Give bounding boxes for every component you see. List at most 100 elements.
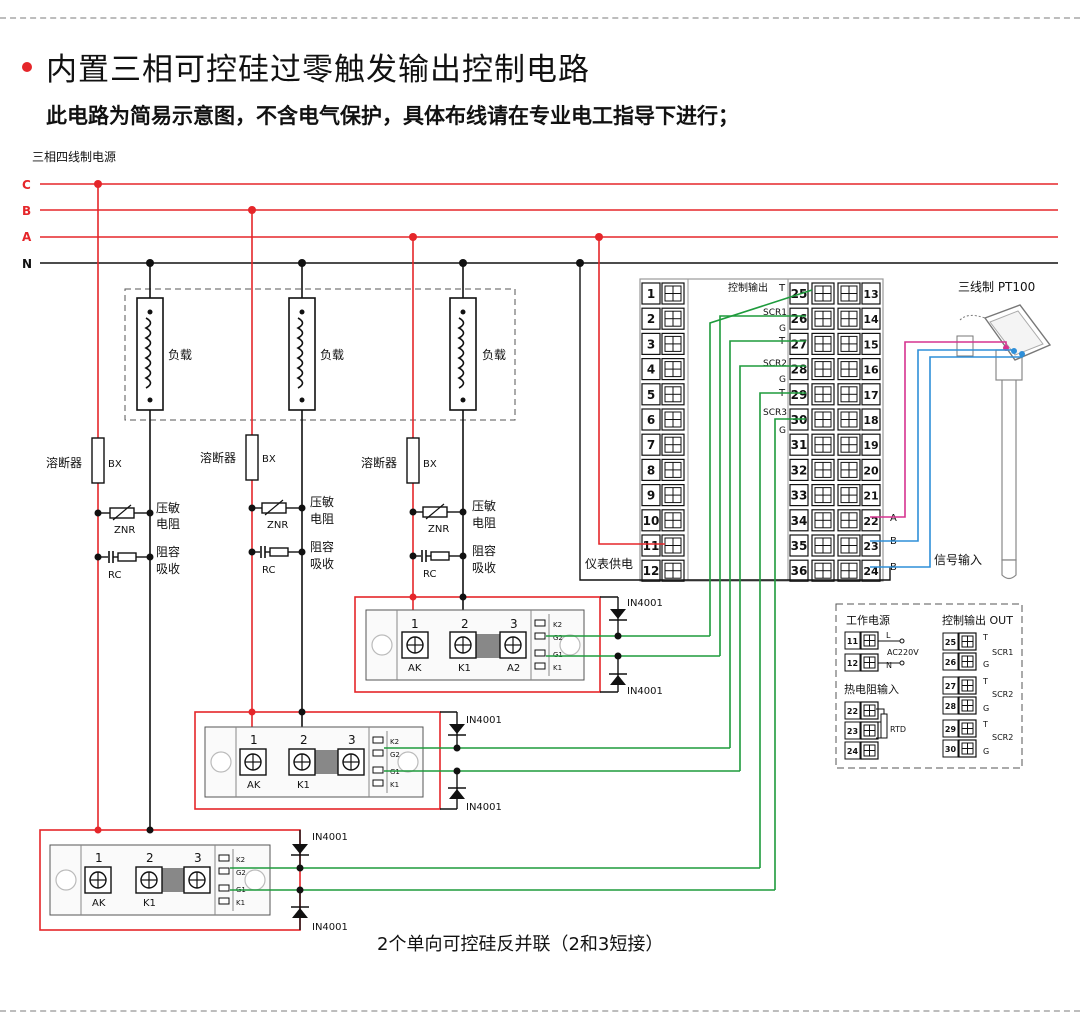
page-subtitle: 此电路为简易示意图，不含电气保护，具体布线请在专业电工指导下进行； xyxy=(46,104,739,128)
title-row: 内置三相可控硅过零触发输出控制电路 xyxy=(22,44,590,89)
left-term-num: 7 xyxy=(647,438,655,452)
legend-term-num: 29 xyxy=(945,725,957,734)
scr-a-b1: AK xyxy=(408,663,422,674)
legend-g2: G xyxy=(983,704,989,713)
right-term-num: 13 xyxy=(863,288,878,301)
scr-a-side-k2: K2 xyxy=(553,621,562,629)
g-28: G xyxy=(779,375,786,385)
scr-a-side-k1: K1 xyxy=(553,664,562,672)
right-term-23: 23 xyxy=(837,534,881,557)
left-term-1: 1 xyxy=(641,282,685,305)
legend-rtd: RTD xyxy=(890,725,906,734)
mid-term-num: 29 xyxy=(791,388,808,402)
legend-term-30: 30 xyxy=(942,739,977,758)
legend-term-27: 27 xyxy=(942,676,977,695)
scr-c-trigger: IN4001 IN4001 xyxy=(230,830,775,933)
right-term-13: 13 xyxy=(837,282,881,305)
znr-b-code: ZNR xyxy=(267,520,288,531)
legend-scr1: SCR1 xyxy=(992,648,1013,657)
znr-a-l1: 压敏 xyxy=(472,498,496,513)
left-term-2: 2 xyxy=(641,307,685,330)
scr-module-a: 1 2 3 AK K1 A2 K2 G2 G1 K1 xyxy=(354,596,601,693)
scr-b-side-k1: K1 xyxy=(390,781,399,789)
scr-c-side-g2: G2 xyxy=(236,869,246,877)
left-term-num: 3 xyxy=(647,337,655,351)
scr-b-t3: 3 xyxy=(348,733,356,747)
mid-term-num: 28 xyxy=(791,363,808,377)
right-term-14: 14 xyxy=(837,307,881,330)
legend-ac: AC220V xyxy=(887,648,919,657)
g-30: G xyxy=(779,426,786,436)
diode-a2-label: IN4001 xyxy=(627,686,663,697)
right-term-16: 16 xyxy=(837,358,881,381)
mid-term-num: 35 xyxy=(791,539,808,553)
right-term-num: 15 xyxy=(863,338,878,351)
left-term-7: 7 xyxy=(641,433,685,456)
mid-term-25: 25 xyxy=(789,282,835,305)
diode-b2-label: IN4001 xyxy=(466,802,502,813)
left-term-num: 11 xyxy=(643,539,660,553)
scr2-label: SCR2 xyxy=(763,359,787,369)
left-term-5: 5 xyxy=(641,383,685,406)
legend-scr2b: SCR2 xyxy=(992,733,1013,742)
left-term-num: 12 xyxy=(643,564,660,578)
legend-l: L xyxy=(886,631,891,640)
t-25: T xyxy=(778,283,786,294)
znr-c-code: ZNR xyxy=(114,525,135,536)
mid-term-28: 28 xyxy=(789,358,835,381)
znr-c-l2: 电阻 xyxy=(156,517,180,531)
legend-t1: T xyxy=(982,633,988,642)
right-term-num: 14 xyxy=(863,313,879,326)
mid-term-36: 36 xyxy=(789,559,835,582)
znr-c-l1: 压敏 xyxy=(156,500,180,515)
scr-a-t1: 1 xyxy=(411,617,419,631)
legend-term-12: 12 xyxy=(844,653,879,672)
mid-term-29: 29 xyxy=(789,383,835,406)
phase-c-label: C xyxy=(22,178,31,192)
left-term-num: 5 xyxy=(647,388,655,402)
branch-b: 负载 溶断器 BX ZNR 压敏 电阻 RC 阻容 吸收 xyxy=(200,206,344,742)
right-term-20: 20 xyxy=(837,458,881,481)
znr-a-l2: 电阻 xyxy=(472,516,496,530)
left-term-num: 8 xyxy=(647,463,655,477)
legend-t3: T xyxy=(982,720,988,729)
sig-a: A xyxy=(890,513,897,524)
mid-term-26: 26 xyxy=(789,307,835,330)
phase-b-label: B xyxy=(22,204,31,218)
right-term-num: 16 xyxy=(863,364,879,377)
rc-c-l1: 阻容 xyxy=(156,544,180,559)
scr-c-t1: 1 xyxy=(95,851,103,865)
legend-term-num: 28 xyxy=(945,702,957,711)
scr-b-b2: K1 xyxy=(297,780,310,791)
diagram-caption: 2个单向可控硅反并联（2和3短接） xyxy=(377,934,663,955)
left-term-9: 9 xyxy=(641,484,685,507)
load-c-label: 负载 xyxy=(168,348,192,362)
ctrl-out-label: 控制输出 xyxy=(728,281,768,294)
scr-a-trigger: IN4001 IN4001 xyxy=(546,596,720,697)
scr-a-t2: 2 xyxy=(461,617,469,631)
scr-b-trigger: IN4001 IN4001 xyxy=(384,711,740,813)
legend-term-num: 23 xyxy=(847,727,858,736)
title-bullet-icon xyxy=(22,61,32,72)
controller-supply-wires xyxy=(576,233,891,581)
rc-b-l2: 吸收 xyxy=(310,557,334,571)
fuse-a xyxy=(406,437,420,484)
diode-b1-label: IN4001 xyxy=(466,715,502,726)
diode-c2-label: IN4001 xyxy=(312,922,348,933)
rc-a-l2: 吸收 xyxy=(472,561,496,575)
fuse-b-label: 溶断器 xyxy=(200,450,236,465)
right-term-22: 22 xyxy=(837,509,881,532)
mid-term-num: 31 xyxy=(791,438,808,452)
scr-b-side-g2: G2 xyxy=(390,751,400,759)
legend-term-num: 25 xyxy=(945,638,957,647)
fuse-a-label: 溶断器 xyxy=(361,455,397,470)
scr-module-b: 1 2 3 AK K1 K2 G2 G1 K1 xyxy=(194,711,441,810)
mid-term-num: 26 xyxy=(791,312,808,326)
mid-term-27: 27 xyxy=(789,332,835,355)
scr-a-b3: A2 xyxy=(507,663,520,674)
legend-term-29: 29 xyxy=(942,719,977,738)
right-term-num: 18 xyxy=(863,414,878,427)
right-term-num: 19 xyxy=(863,439,878,452)
rc-c-l2: 吸收 xyxy=(156,562,180,576)
left-term-num: 1 xyxy=(647,287,655,301)
